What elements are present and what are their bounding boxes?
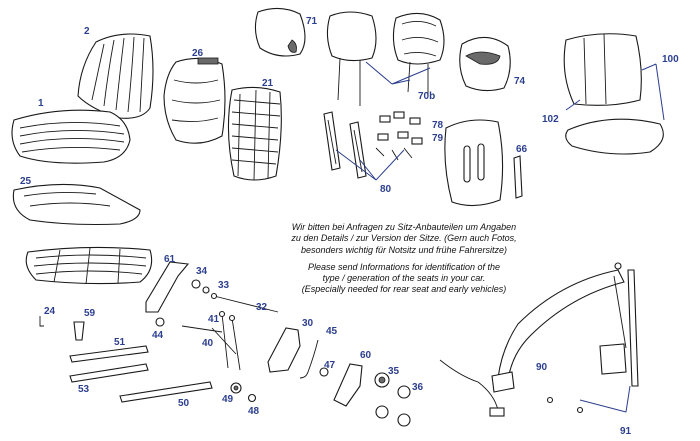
part-49-48-fasteners[interactable]	[230, 382, 257, 403]
label-part-47: 47	[324, 360, 336, 371]
label-part-50: 50	[178, 398, 190, 409]
notice-english-line-2: type / generation of the seats in your c…	[322, 273, 486, 284]
label-part-79: 79	[432, 133, 444, 144]
label-part-60: 60	[360, 350, 372, 361]
inquiry-notice: Wir bitten bei Anfragen zu Sitz-Anbautei…	[268, 222, 540, 296]
part-47-bolt[interactable]	[319, 367, 329, 377]
label-part-90: 90	[536, 362, 548, 373]
label-part-61: 61	[164, 254, 176, 265]
label-part-100: 100	[662, 54, 679, 65]
label-part-78: 78	[432, 120, 444, 131]
notice-english-line-3: (Especially needed for rear seat and ear…	[301, 284, 507, 295]
label-part-34: 34	[196, 266, 208, 277]
label-part-26: 26	[192, 48, 204, 59]
label-part-24: 24	[44, 306, 56, 317]
label-part-49: 49	[222, 394, 234, 405]
part-24-clip[interactable]	[39, 316, 44, 327]
label-part-74: 74	[514, 76, 526, 87]
part-91-rail[interactable]	[627, 269, 639, 387]
part-44-washer[interactable]	[155, 317, 165, 327]
part-34-33-fasteners[interactable]	[191, 279, 210, 294]
part-headrest-shell[interactable]	[392, 12, 445, 96]
part-32-rod[interactable]	[210, 292, 279, 313]
notice-english-line-1: Please send Informations for identificat…	[307, 261, 501, 272]
label-part-51: 51	[114, 337, 126, 348]
part-80-headrest-guides[interactable]	[323, 111, 367, 179]
leader-lines	[335, 61, 665, 413]
notice-german-line-2: zu den Details / zur Version der Sitze. …	[291, 233, 517, 244]
label-part-36: 36	[412, 382, 424, 393]
label-part-30: 30	[302, 318, 314, 329]
label-part-80: 80	[380, 184, 392, 195]
label-part-70b: 70b	[418, 91, 435, 102]
part-78-79-clips[interactable]	[375, 111, 423, 161]
label-part-41: 41	[208, 314, 220, 325]
part-1-seat-cushion[interactable]	[11, 109, 131, 164]
part-seat-back-panel[interactable]	[444, 119, 504, 207]
part-66-rail[interactable]	[513, 155, 523, 199]
part-100-rear-seat[interactable]	[563, 33, 664, 155]
part-35-36-rollers[interactable]	[374, 372, 411, 427]
part-45-spring[interactable]	[299, 339, 319, 379]
label-part-59: 59	[84, 308, 96, 319]
part-53-rail[interactable]	[69, 363, 149, 383]
part-seat-spring-frame[interactable]	[25, 246, 153, 285]
label-part-35: 35	[388, 366, 400, 377]
label-part-71: 71	[306, 16, 318, 27]
part-71-headrest[interactable]	[254, 7, 306, 57]
part-50-rail[interactable]	[119, 381, 213, 403]
label-part-53: 53	[78, 384, 90, 395]
part-26-seat-back-foam[interactable]	[163, 57, 226, 144]
part-40-41-levers[interactable]	[181, 310, 241, 371]
part-90-seat-belt[interactable]	[491, 262, 627, 414]
label-part-91: 91	[620, 426, 632, 437]
part-60-bracket[interactable]	[333, 363, 363, 407]
notice-german-line-1: Wir bitten bei Anfragen zu Sitz-Anbautei…	[291, 222, 517, 232]
part-25-foam-base[interactable]	[12, 183, 141, 226]
label-part-2: 2	[84, 26, 90, 37]
part-seat-belt-buckle[interactable]	[439, 359, 505, 417]
label-part-48: 48	[248, 406, 260, 417]
part-2-seat-back-cushion[interactable]	[77, 33, 154, 119]
label-part-25: 25	[20, 176, 32, 187]
label-part-33: 33	[218, 280, 230, 291]
label-part-44: 44	[152, 330, 164, 341]
label-part-45: 45	[326, 326, 338, 337]
label-part-32: 32	[256, 302, 268, 313]
part-74-headrest[interactable]	[459, 36, 511, 92]
label-part-21: 21	[262, 78, 274, 89]
label-part-102: 102	[542, 114, 559, 125]
part-59-clip[interactable]	[73, 321, 85, 341]
label-part-40: 40	[202, 338, 214, 349]
part-headrest-foam-with-rods[interactable]	[326, 11, 377, 106]
part-61-bracket[interactable]	[145, 261, 190, 313]
notice-german-line-3: besonders wichtig für Notsitz und frühe …	[300, 244, 508, 255]
part-51-rail[interactable]	[69, 345, 149, 363]
label-part-1: 1	[38, 98, 44, 109]
part-30-hinge-bracket[interactable]	[267, 327, 301, 373]
part-21-seat-back-frame[interactable]	[227, 86, 282, 181]
label-part-66: 66	[516, 144, 528, 155]
